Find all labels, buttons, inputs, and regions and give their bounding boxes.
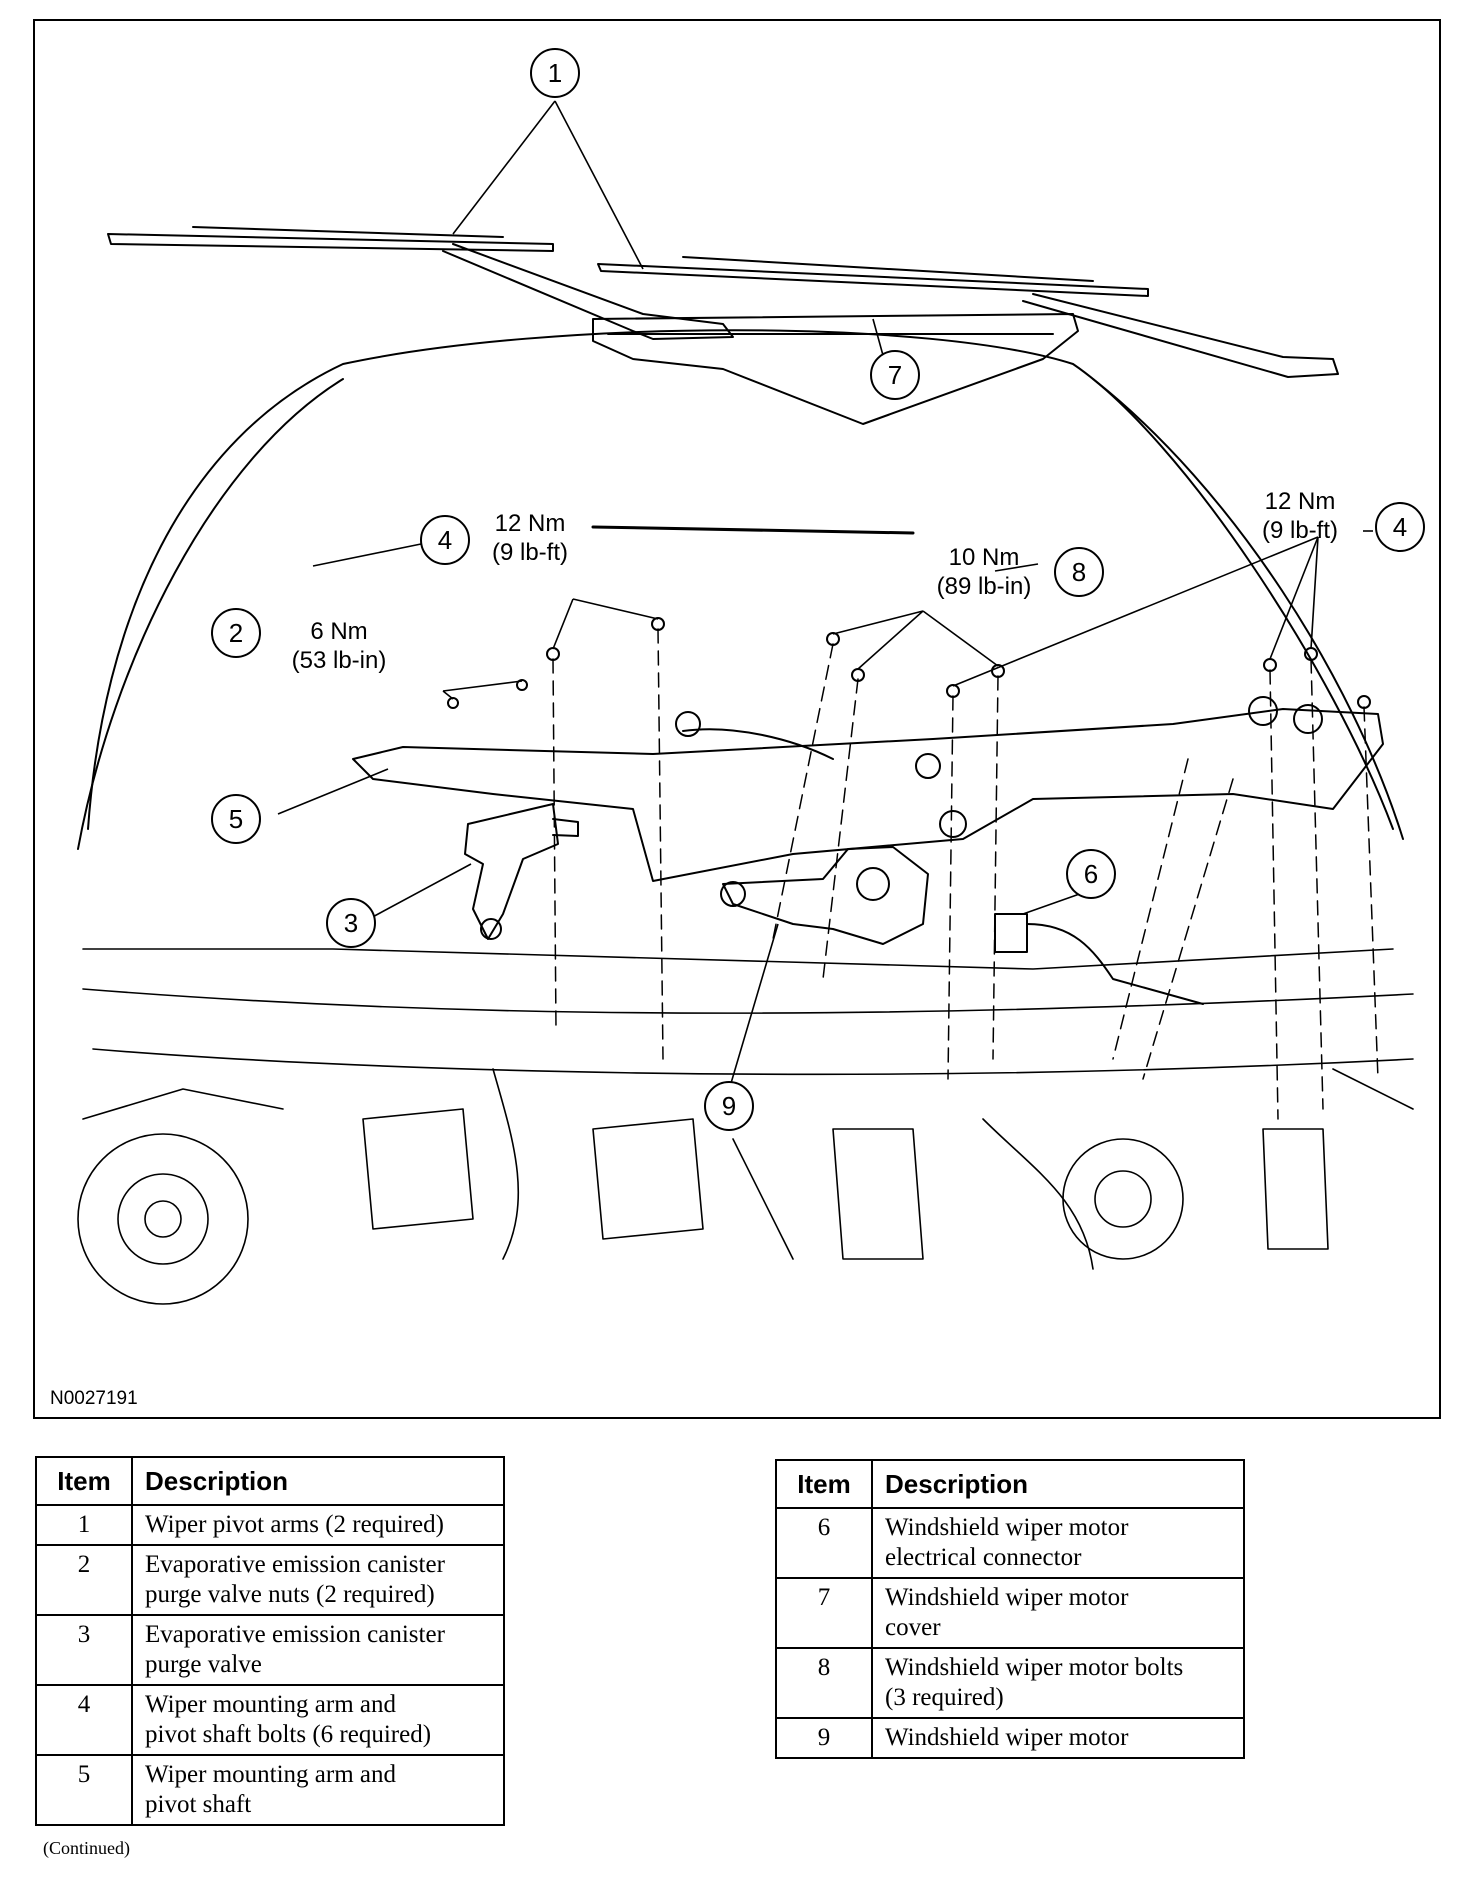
callout-9: 9	[722, 1091, 736, 1121]
torque-4-left-nm: 12 Nm	[495, 510, 566, 537]
wiper-connector	[994, 913, 1204, 1005]
wiper-motor-cover	[592, 313, 1079, 425]
item-number: 7	[775, 1577, 873, 1649]
engine-bay	[77, 948, 1414, 1305]
item-description: Windshield wiper motor bolts(3 required)	[871, 1647, 1245, 1719]
wiper-motor	[720, 846, 929, 945]
item-number: 6	[775, 1507, 873, 1579]
torque-4-right-lbft: (9 lb-ft)	[1262, 517, 1338, 544]
item-number: 5	[35, 1754, 133, 1826]
item-description: Wiper pivot arms (2 required)	[131, 1504, 505, 1546]
exploded-diagram: 1 7 4 4 2 8 5 6 3 9 12 Nm (9 lb-ft) 12 N…	[77, 48, 1425, 1305]
torque-2-nm: 6 Nm	[310, 618, 367, 645]
torque-8-lbin: (89 lb-in)	[937, 573, 1032, 600]
item-number: 1	[35, 1504, 133, 1546]
item-number: 2	[35, 1544, 133, 1616]
callout-7: 7	[888, 360, 902, 390]
item-description: Windshield wiper motor	[871, 1717, 1245, 1759]
header-description: Description	[871, 1459, 1245, 1509]
callout-6: 6	[1084, 859, 1098, 889]
windshield-outline	[87, 329, 1394, 830]
parts-table-left: Item Description 1 Wiper pivot arms (2 r…	[35, 1456, 505, 1826]
header-description: Description	[131, 1456, 505, 1506]
bolts	[447, 617, 1371, 709]
torque-2-lbin: (53 lb-in)	[292, 647, 387, 674]
item-number: 4	[35, 1684, 133, 1756]
callout-4-left: 4	[438, 525, 452, 555]
purge-valve	[464, 803, 579, 940]
torque-4-left-lbft: (9 lb-ft)	[492, 539, 568, 566]
table-row: 1 Wiper pivot arms (2 required)	[35, 1504, 505, 1546]
callout-8: 8	[1072, 557, 1086, 587]
item-number: 3	[35, 1614, 133, 1686]
table-header: Item Description	[35, 1456, 505, 1506]
continued-note: (Continued)	[43, 1838, 130, 1858]
wiper-mounting-arm	[352, 696, 1384, 882]
item-number: 9	[775, 1717, 873, 1759]
parts-table-right: Item Description 6 Windshield wiper moto…	[775, 1459, 1245, 1759]
table-row: 9 Windshield wiper motor	[775, 1717, 1245, 1759]
callout-4-right: 4	[1393, 512, 1407, 542]
item-number: 8	[775, 1647, 873, 1719]
table-header: Item Description	[775, 1459, 1245, 1509]
callout-5: 5	[229, 804, 243, 834]
header-item: Item	[35, 1456, 133, 1506]
torque-8-nm: 10 Nm	[949, 544, 1020, 571]
wiper-arm-left	[107, 226, 734, 340]
callout-1: 1	[548, 58, 562, 88]
figure-frame	[33, 19, 1441, 1419]
header-item: Item	[775, 1459, 873, 1509]
torque-4-right-nm: 12 Nm	[1265, 488, 1336, 515]
table-row: 8 Windshield wiper motor bolts(3 require…	[775, 1647, 1245, 1719]
figure-id: N0027191	[50, 1388, 138, 1409]
wiper-arm-right	[597, 256, 1339, 378]
callout-2: 2	[229, 618, 243, 648]
callout-3: 3	[344, 908, 358, 938]
